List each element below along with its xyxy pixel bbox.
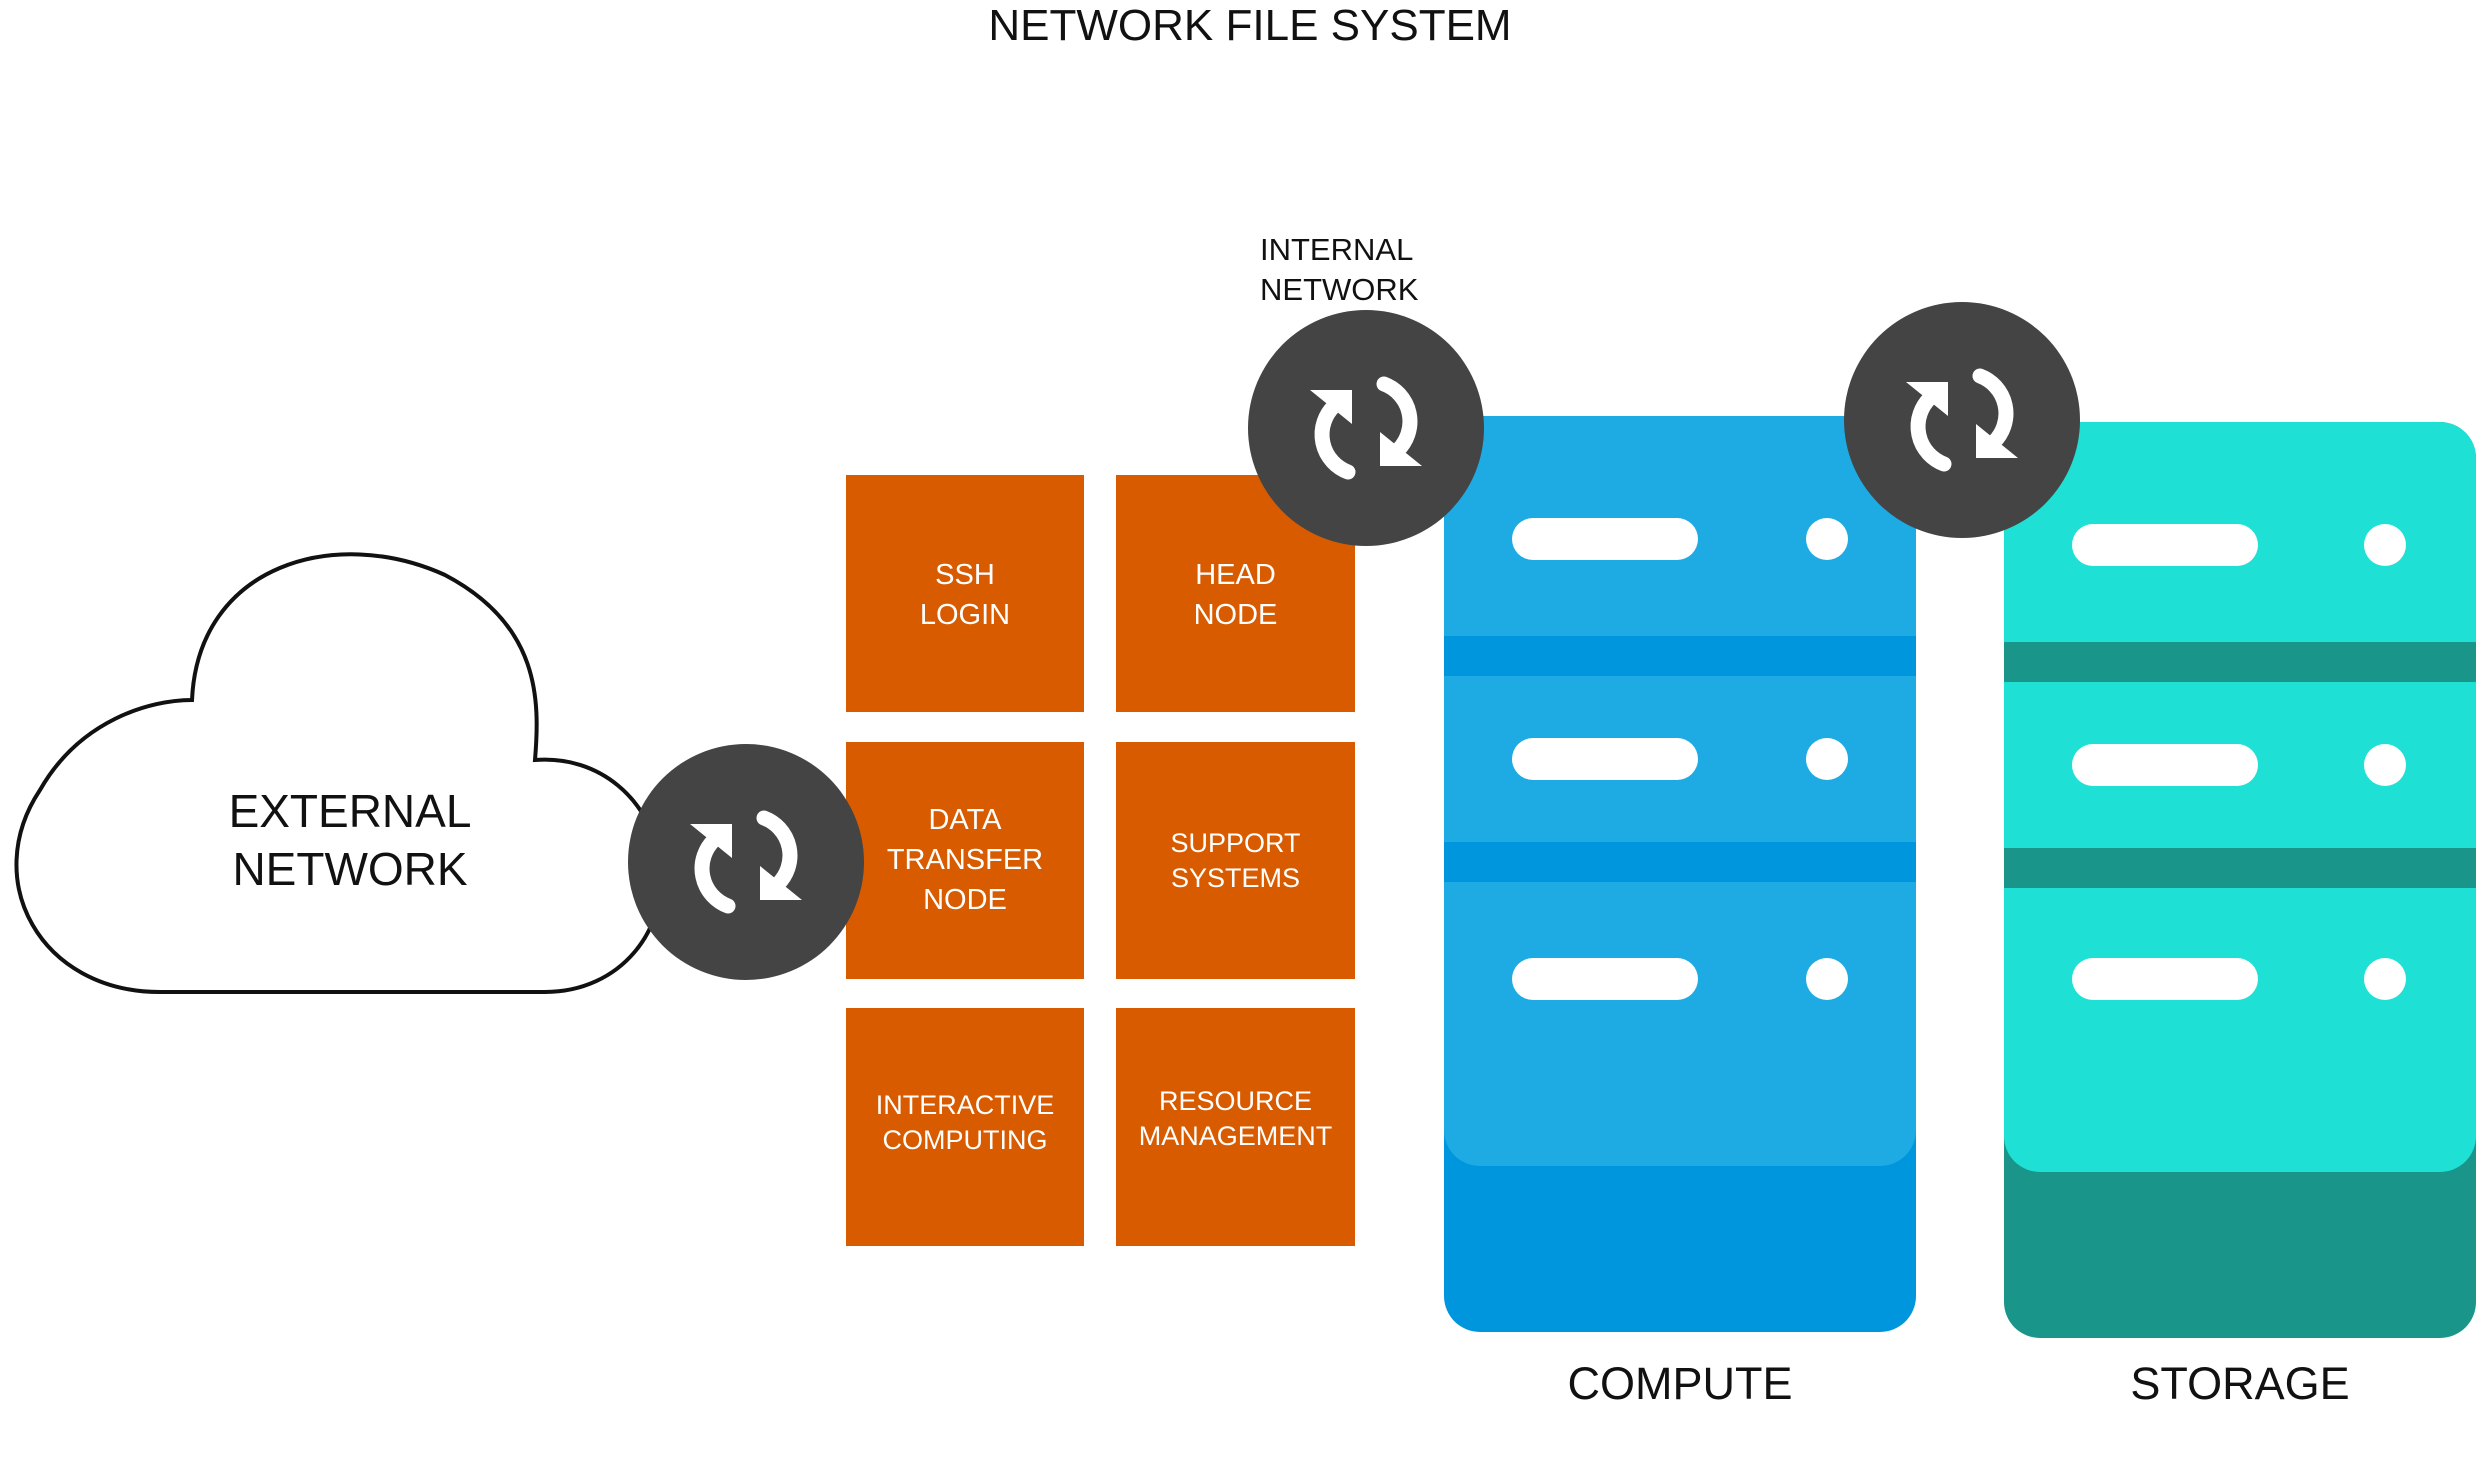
interactive-computing-tile-bg <box>846 1008 1084 1246</box>
data-transfer-node-tile: DATA TRANSFER NODE <box>886 804 1044 916</box>
cloud-icon <box>14 552 664 994</box>
resource-management-tile: RESOURCE MANAGEMENT <box>1138 1086 1333 1151</box>
page-title: NETWORK FILE SYSTEM <box>988 1 1512 50</box>
head-node-tile: HEAD NODE <box>1193 559 1278 631</box>
sync-icon <box>1248 310 1484 546</box>
compute-server-rack-icon <box>1444 416 1916 1332</box>
storage-server-rack-icon <box>2004 422 2476 1338</box>
storage-label: STORAGE <box>2130 1358 2350 1409</box>
data-transfer-node-tile-bg <box>846 742 1084 979</box>
support-systems-tile-bg <box>1116 742 1355 979</box>
ssh-login-tile: SSH LOGIN <box>919 559 1011 631</box>
interactive-computing-tile: INTERACTIVE COMPUTING <box>875 1090 1055 1155</box>
internal-network-label: INTERNAL NETWORK <box>1260 232 1419 307</box>
sync-icon <box>1844 302 2080 538</box>
ssh-login-tile-bg <box>846 475 1084 712</box>
resource-management-tile-bg <box>1116 1008 1355 1246</box>
compute-label: COMPUTE <box>1567 1358 1793 1409</box>
sync-icon <box>628 744 864 980</box>
external-network-label: EXTERNAL NETWORK <box>228 785 472 895</box>
support-systems-tile: SUPPORT SYSTEMS <box>1170 828 1301 893</box>
